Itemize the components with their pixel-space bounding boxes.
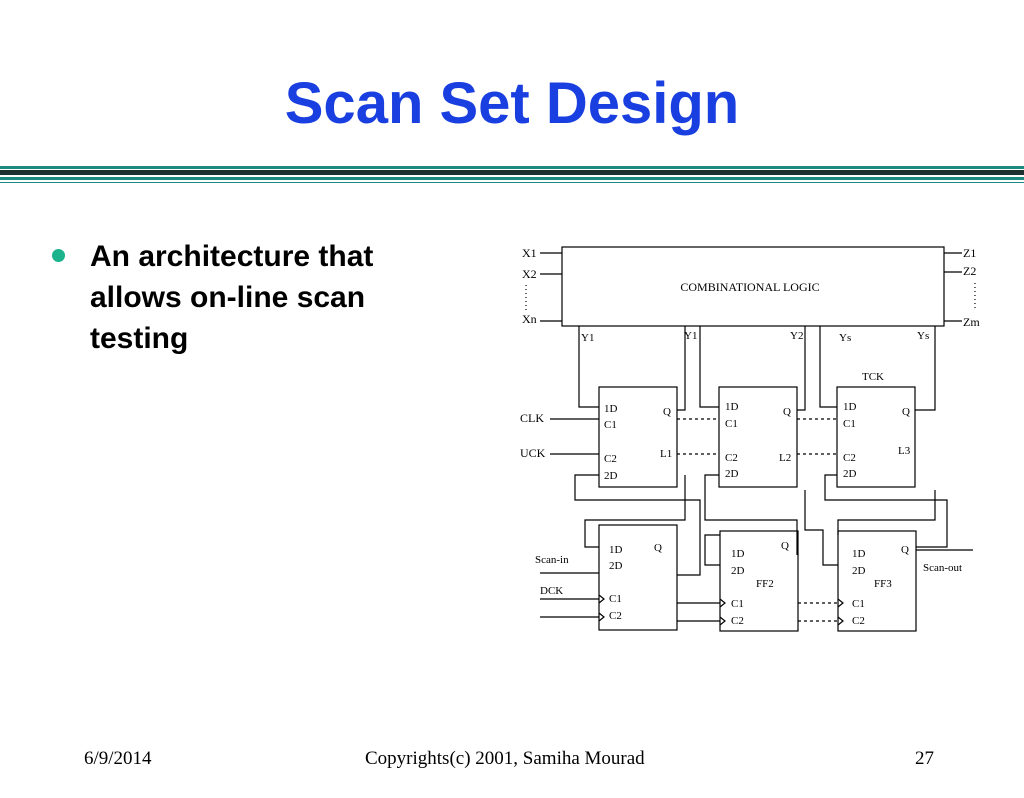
ff1-c2: C2 (609, 610, 622, 622)
scan-set-diagram: X1 X2 Xn Z1 Z2 Zm COMBINATIONAL LOGIC Y1… (520, 246, 980, 632)
l3-2d: 2D (843, 468, 857, 480)
l2-c2: C2 (725, 452, 738, 464)
ff2-c2: C2 (731, 615, 744, 627)
ff1-q: Q (654, 542, 662, 554)
output-z2-label: Z2 (963, 264, 976, 278)
ff3-box (837, 530, 917, 632)
output-z1-label: Z1 (963, 246, 976, 260)
l1-c1: C1 (604, 419, 617, 431)
title-rule-thin (0, 182, 1024, 183)
footer-date: 6/9/2014 (84, 748, 152, 769)
l2-name: L2 (779, 452, 791, 464)
input-x1-label: X1 (522, 246, 537, 260)
l2-q: Q (783, 406, 791, 418)
combinational-logic-label: COMBINATIONAL LOGIC (680, 280, 819, 294)
title-rule-dark (0, 170, 1024, 175)
bullet-text: An architecture that allows on-line scan… (90, 240, 374, 355)
signal-tck: TCK (862, 371, 884, 383)
signal-ys: Ys (917, 330, 929, 342)
l2-1d: 1D (725, 401, 739, 413)
ff1-c1: C1 (609, 593, 622, 605)
ff3-2d: 2D (852, 565, 866, 577)
l1-name: L1 (660, 448, 672, 460)
signal-clk: CLK (520, 411, 544, 425)
ff2-1d: 1D (731, 548, 745, 560)
l1-q: Q (663, 406, 671, 418)
l1-c2: C2 (604, 453, 617, 465)
signal-uck: UCK (520, 446, 546, 460)
latch-l2-box (718, 386, 798, 488)
signal-dck: DCK (540, 585, 563, 597)
signal-y1-left: Y1 (581, 332, 594, 344)
input-xn-label: Xn (522, 312, 537, 326)
title-rule-top (0, 166, 1024, 169)
l1-2d: 2D (604, 470, 618, 482)
ff1-1d: 1D (609, 544, 623, 556)
ff2-name: FF2 (756, 578, 774, 590)
signal-y1: Y1 (684, 330, 697, 342)
ff3-c1: C1 (852, 598, 865, 610)
l3-name: L3 (898, 445, 911, 457)
ff3-1d: 1D (852, 548, 866, 560)
latch-l3-box (836, 386, 916, 488)
ff2-q: Q (781, 540, 789, 552)
latch-l1-box (598, 386, 678, 488)
l1-1d: 1D (604, 403, 618, 415)
footer-page-number: 27 (915, 748, 934, 769)
ff2-box (719, 530, 799, 632)
ff3-q: Q (901, 544, 909, 556)
ff3-name: FF3 (874, 578, 892, 590)
l3-q: Q (902, 406, 910, 418)
l3-1d: 1D (843, 401, 857, 413)
signal-scan-out: Scan-out (923, 562, 962, 574)
l2-2d: 2D (725, 468, 739, 480)
ff1-2d: 2D (609, 560, 623, 572)
ff3-c2: C2 (852, 615, 865, 627)
ff1-box (598, 524, 678, 631)
signal-ys-left: Ys (839, 332, 851, 344)
combinational-logic-box (561, 246, 945, 327)
output-zm-label: Zm (963, 315, 980, 329)
ff2-c1: C1 (731, 598, 744, 610)
l2-c1: C1 (725, 418, 738, 430)
signal-scan-in: Scan-in (535, 554, 569, 566)
l3-c2: C2 (843, 452, 856, 464)
signal-y2: Y2 (790, 330, 803, 342)
input-x2-label: X2 (522, 267, 537, 281)
footer-copyright: Copyrights(c) 2001, Samiha Mourad (365, 748, 645, 769)
slide-title: Scan Set Design (284, 71, 740, 136)
bullet-dot-icon (52, 249, 65, 262)
title-rule-bottom (0, 177, 1024, 180)
l3-c1: C1 (843, 418, 856, 430)
ff2-2d: 2D (731, 565, 745, 577)
